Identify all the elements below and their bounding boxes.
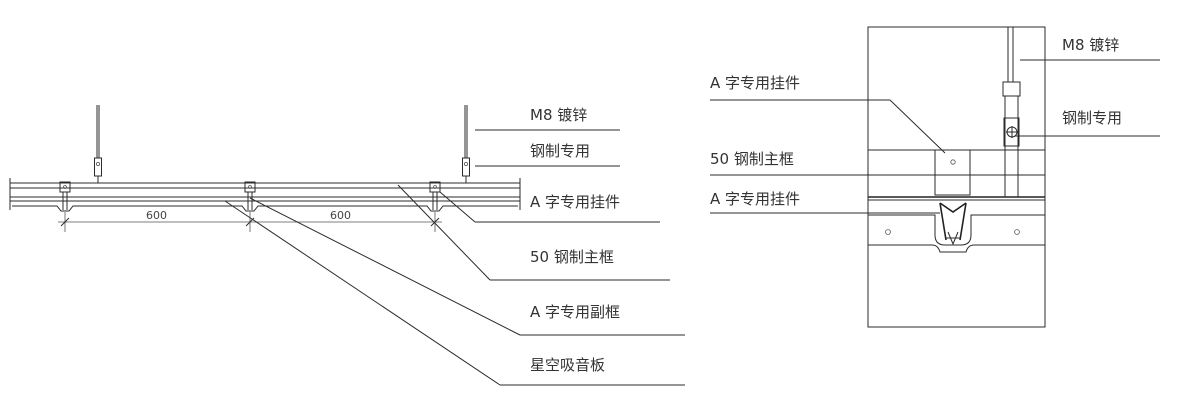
left-elevation: 600 600 M8 镀锌 钢制专用 A 字专用挂件 50 钢制主框 A 字专用… [9,105,685,386]
section-label-a-hanger-top: A 字专用挂件 [710,74,800,92]
dimension-label-2: 600 [330,209,351,222]
a-clip-2 [244,181,256,210]
a-hanger-box [934,149,971,196]
left-hanger-1 [94,105,102,183]
label-m8-galvanized: M8 镀锌 [530,106,587,124]
label-steel-special: 钢制专用 [530,142,590,160]
a-clip-1 [59,181,71,210]
label-a-subframe: A 字专用副框 [530,303,620,321]
section-label-steel-special: 钢制专用 [1062,109,1122,127]
left-hanger-2 [462,105,470,183]
label-main-frame: 50 钢制主框 [530,248,614,266]
a-clip-section [939,202,967,246]
right-section: M8 镀锌 钢制专用 A 字专用挂件 50 钢制主框 A 字专用挂件 [710,26,1160,328]
section-label-m8-galvanized: M8 镀锌 [1062,36,1119,54]
main-frame-elevation [9,178,521,210]
left-callout-lines [224,129,685,386]
right-callout-lines [710,59,1160,214]
dimension-label-1: 600 [146,209,167,222]
label-acoustic-panel: 星空吸音板 [530,356,605,374]
section-outline [867,26,1046,328]
section-label-main-frame: 50 钢制主框 [710,150,794,168]
acoustic-panel-elevation [12,205,518,212]
section-label-a-hanger-bottom: A 字专用挂件 [710,190,800,208]
rod-and-hanger [1002,27,1021,197]
acoustic-panel-section [868,214,1045,253]
label-a-hanger: A 字专用挂件 [530,193,620,211]
dimension-line [58,212,442,232]
a-clip-3 [429,181,441,210]
